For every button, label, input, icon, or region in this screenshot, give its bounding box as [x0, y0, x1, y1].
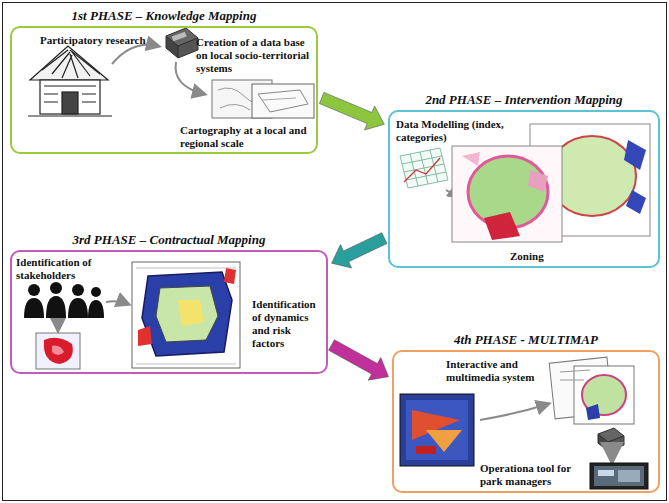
stakeholder-map	[132, 262, 240, 368]
phase-box: 3rd PHASE – Contractual MappingIdentific…	[10, 250, 328, 374]
phase-arrow	[319, 92, 384, 130]
zoning-maps	[452, 124, 650, 242]
step-label: Participatory research	[40, 34, 180, 47]
graph-sheet	[400, 148, 448, 188]
database-icon	[598, 428, 624, 451]
step-label: Identification of dynamics and risk fact…	[252, 298, 324, 350]
phase-heading: 2nd PHASE – Intervention Mapping	[425, 92, 622, 108]
step-label: Interactive and multimedia system	[446, 358, 546, 384]
phase-heading: 4th PHASE - MULTIMAP	[454, 332, 598, 348]
map-stack	[549, 357, 634, 424]
outer-frame	[3, 3, 667, 501]
phase-arrow	[332, 233, 387, 268]
database-icon	[166, 28, 198, 58]
flow-arrow	[106, 301, 128, 304]
step-label: Zoning	[510, 250, 570, 263]
flow-arrow	[480, 404, 548, 420]
step-label: Cartography at a local and regional scal…	[180, 124, 314, 150]
flow-arrow	[112, 45, 158, 64]
phase-heading: 1st PHASE – Knowledge Mapping	[72, 8, 257, 24]
step-label: Creation of a data base on local socio-t…	[196, 36, 314, 75]
phase-heading: 3rd PHASE – Contractual Mapping	[73, 232, 266, 248]
step-label: Data Modelling (index, categories)	[396, 118, 518, 144]
map-sheets	[212, 80, 314, 118]
flow-arrow	[57, 320, 59, 330]
hut-drawing	[28, 46, 112, 116]
people-silhouettes	[24, 282, 104, 318]
phase-box: 4th PHASE - MULTIMAPInteractive and mult…	[392, 350, 660, 493]
risk-map	[36, 333, 80, 369]
flow-arrow	[611, 452, 614, 460]
phase-box: 2nd PHASE – Intervention MappingData Mod…	[388, 110, 660, 268]
step-label: Operationa tool for park managers	[480, 462, 580, 488]
multimedia-screen	[400, 394, 474, 466]
phase-box: 1st PHASE – Knowledge MappingParticipato…	[10, 26, 318, 154]
phase-arrow	[329, 340, 389, 381]
step-label: Identification of stakeholders	[16, 256, 116, 282]
tool-screen	[590, 463, 648, 489]
